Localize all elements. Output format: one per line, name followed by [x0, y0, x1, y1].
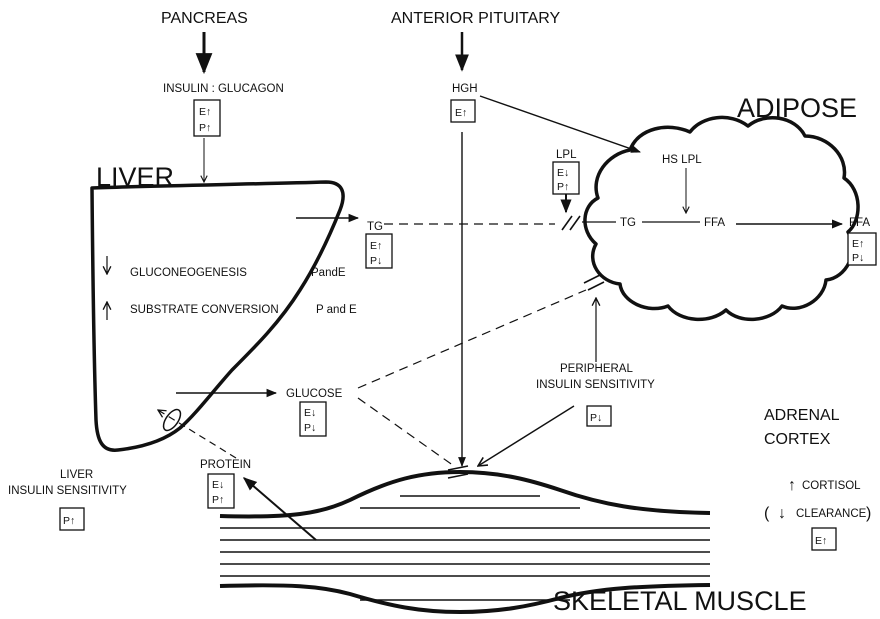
svg-text:P↑: P↑ — [557, 181, 569, 193]
lpl-label: LPL — [556, 149, 577, 161]
paren-open: ( — [764, 505, 770, 522]
substrate-conversion-label: SUBSTRATE CONVERSION — [130, 304, 279, 316]
ffa-effect-box: E↑ P↓ — [848, 233, 876, 265]
clearance-down-arrow-icon: ↓ — [778, 505, 786, 522]
gluconeogenesis-label: GLUCONEOGENESIS — [130, 267, 247, 279]
svg-text:P↓: P↓ — [590, 412, 602, 424]
hs-lpl-label: HS LPL — [662, 154, 702, 166]
adipose-label: ADIPOSE — [737, 93, 857, 123]
muscle-to-protein-arrow — [244, 478, 316, 540]
skeletal-muscle-label: SKELETAL MUSCLE — [553, 586, 807, 616]
svg-text:E↓: E↓ — [212, 479, 224, 491]
glucose-to-muscle-dashed — [358, 398, 454, 466]
cortisol-label: CORTISOL — [802, 480, 861, 492]
svg-text:P↑: P↑ — [199, 122, 211, 134]
peripheral-to-muscle-arrow — [478, 406, 574, 466]
svg-text:P↓: P↓ — [304, 422, 316, 434]
liver-insulin-sensitivity-label: INSULIN SENSITIVITY — [8, 485, 127, 497]
svg-text:P↓: P↓ — [852, 252, 864, 264]
paren-close: ) — [866, 505, 871, 522]
svg-text:E↓: E↓ — [557, 167, 569, 179]
gluconeogenesis-modifier: PandE — [311, 267, 346, 279]
svg-text:P↑: P↑ — [212, 494, 224, 506]
liver-sensitivity-label: LIVER — [60, 469, 93, 481]
svg-text:P↓: P↓ — [370, 255, 382, 267]
tg-liver-label: TG — [367, 221, 383, 233]
hgh-to-adipose-arrow — [480, 96, 640, 152]
tg-adipose-label: TG — [620, 217, 636, 229]
glucose-to-adipose-dashed — [358, 290, 586, 388]
hgh-label: HGH — [452, 83, 478, 95]
tg-effect-box: E↑ P↓ — [366, 234, 392, 268]
svg-text:E↑: E↑ — [370, 240, 382, 252]
peripheral-effect-box: P↓ — [587, 406, 611, 426]
substrate-conversion-modifier: P and E — [316, 304, 357, 316]
protein-effect-box: E↓ P↑ — [208, 474, 234, 508]
svg-text:E↑: E↑ — [199, 106, 211, 118]
anterior-pituitary-label: ANTERIOR PITUITARY — [391, 10, 561, 27]
hgh-effect-box: E↑ — [451, 100, 475, 122]
liver-label: LIVER — [96, 162, 174, 192]
insulin-glucagon-label: INSULIN : GLUCAGON — [163, 83, 284, 95]
peripheral-label: PERIPHERAL — [560, 363, 633, 375]
svg-text:E↑: E↑ — [852, 238, 864, 250]
svg-text:E↓: E↓ — [304, 407, 316, 419]
svg-text:E↑: E↑ — [455, 107, 467, 119]
pancreas-label: PANCREAS — [161, 10, 248, 27]
ffa-adipose-label: FFA — [704, 217, 725, 229]
peripheral-insulin-sensitivity-label: INSULIN SENSITIVITY — [536, 379, 655, 391]
lpl-effect-box: E↓ P↑ — [553, 162, 579, 194]
svg-text:E↑: E↑ — [815, 535, 827, 547]
clearance-label: CLEARANCE — [796, 508, 867, 520]
glucose-effect-box: E↓ P↓ — [300, 402, 326, 436]
svg-text:P↑: P↑ — [63, 515, 75, 527]
protein-label: PROTEIN — [200, 459, 251, 471]
liver-sensitivity-effect-box: P↑ — [60, 508, 84, 530]
glucose-label: GLUCOSE — [286, 388, 343, 400]
insulin-glucagon-effect-box: E↑ P↑ — [194, 100, 220, 136]
cortisol-up-arrow-icon: ↑ — [788, 477, 796, 494]
adrenal-label: ADRENAL — [764, 407, 840, 424]
ffa-out-label: FFA — [849, 217, 870, 229]
cortex-label: CORTEX — [764, 431, 831, 448]
cortisol-effect-box: E↑ — [812, 528, 836, 550]
